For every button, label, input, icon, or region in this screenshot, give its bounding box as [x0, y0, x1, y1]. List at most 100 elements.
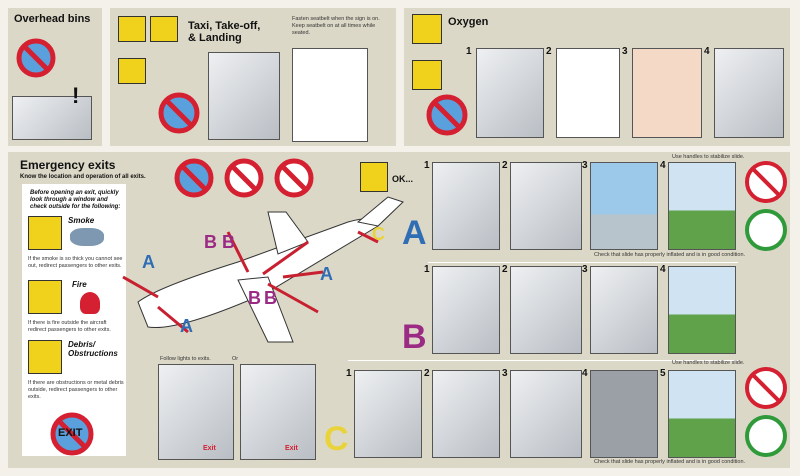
step-number: 3	[582, 160, 588, 171]
row-a-letter: A	[402, 214, 427, 252]
exit-label-b: B	[204, 232, 217, 252]
emergency-title: Emergency exits	[20, 158, 116, 172]
row-a-step-4	[668, 162, 736, 250]
row-c-step-3	[510, 370, 582, 458]
jump-slide-ok-icon	[745, 415, 787, 457]
row-c-step-1	[354, 370, 422, 458]
step-number: 4	[704, 46, 710, 57]
ok-label: OK...	[392, 174, 414, 184]
oxygen-title: Oxygen	[448, 16, 489, 28]
oxygen-step-3	[632, 48, 702, 138]
emergency-exits-panel: Emergency exits Know the location and op…	[8, 152, 790, 468]
row-b-step-3	[590, 266, 658, 354]
seatbelt-icon	[118, 58, 146, 84]
step-number: 1	[424, 160, 430, 171]
jump-slide-ok-icon	[745, 209, 787, 251]
exit-label-a: A	[142, 252, 155, 272]
exit-sign-text: Exit	[285, 445, 298, 452]
fire-icon	[80, 292, 100, 314]
aisle-lights-illustration: Exit	[240, 364, 316, 460]
exit-label-c: C	[372, 224, 385, 244]
hazard-debris-label: Debris/ Obstructions	[68, 340, 118, 358]
row-c-top-note: Use handles to stabilize slide.	[672, 360, 745, 366]
row-a-bottom-note: Check that slide has properly inflated a…	[594, 252, 746, 258]
row-b-step-4	[668, 266, 736, 354]
hazard-smoke-text: If the smoke is so thick you cannot see …	[28, 256, 123, 269]
row-a-step-1	[432, 162, 500, 250]
floor-lights-illustration: Exit	[158, 364, 234, 460]
seat-upright-illustration	[208, 52, 280, 140]
step-number: 3	[502, 368, 508, 379]
follow-lights-caption: Follow lights to exits.	[160, 356, 211, 362]
no-smoke-exit-icon	[174, 158, 214, 198]
row-c-step-2	[432, 370, 500, 458]
step-number: 2	[424, 368, 430, 379]
landing-icon	[150, 16, 178, 42]
oxygen-mask-icon	[412, 14, 442, 44]
warning-exclamation-icon: !	[72, 83, 80, 108]
no-jump-icon	[745, 161, 787, 203]
step-number: 2	[546, 46, 552, 57]
hazard-fire-label: Fire	[72, 280, 87, 289]
seatbelt-fastening-illustration	[292, 48, 368, 142]
exit-label-a: A	[180, 316, 193, 336]
row-b-letter: B	[402, 318, 427, 356]
row-c-step-4	[590, 370, 658, 458]
window-check-icon	[28, 280, 62, 314]
step-number: 2	[502, 264, 508, 275]
step-number: 1	[346, 368, 352, 379]
exit-label-b: B	[264, 288, 277, 308]
step-number: 3	[622, 46, 628, 57]
row-a-step-2	[510, 162, 582, 250]
no-smoking-icon	[426, 94, 468, 136]
check-intro: Before opening an exit, quickly look thr…	[30, 190, 121, 210]
seatbelt-note: Fasten seatbelt when the sign is on. Kee…	[292, 16, 380, 36]
window-check-icon	[28, 216, 62, 250]
step-number: 3	[582, 264, 588, 275]
seatbelt-icon	[412, 60, 442, 90]
step-number: 2	[502, 160, 508, 171]
overhead-bins-title: Overhead bins	[14, 13, 91, 25]
row-c-bottom-note: Check that slide has properly inflated a…	[594, 459, 746, 465]
taxi-title: Taxi, Take-off, & Landing	[188, 20, 261, 44]
overhead-bins-panel: Overhead bins !	[8, 8, 102, 146]
no-exit-icon	[50, 412, 94, 456]
oxygen-step-2	[556, 48, 620, 138]
exit-label-b: B	[248, 288, 261, 308]
oxygen-panel: Oxygen 1 2 3 4	[404, 8, 790, 146]
window-check-icon	[360, 162, 388, 192]
exit-sign-text: Exit	[203, 445, 216, 452]
aircraft-exit-diagram	[122, 196, 404, 343]
row-c-step-5	[668, 370, 736, 458]
step-number: 5	[660, 368, 666, 379]
hazard-fire-text: If there is fire outside the aircraft re…	[28, 320, 111, 333]
row-b-step-1	[432, 266, 500, 354]
step-number: 4	[582, 368, 588, 379]
no-smoking-icon	[158, 92, 200, 134]
no-debris-exit-icon	[274, 158, 314, 198]
step-number: 1	[466, 46, 472, 57]
step-number: 4	[660, 264, 666, 275]
divider	[348, 360, 738, 361]
window-check-icon	[28, 340, 62, 374]
oxygen-step-1	[476, 48, 544, 138]
step-number: 1	[424, 264, 430, 275]
no-prohibited-icon	[16, 38, 56, 78]
smoke-icon	[70, 228, 104, 246]
exit-label-b: B	[222, 232, 235, 252]
row-a-step-3	[590, 162, 658, 250]
row-b-step-2	[510, 266, 582, 354]
hazard-debris-text: If there are obstructions or metal debri…	[28, 380, 124, 400]
or-caption: Or	[232, 356, 239, 362]
exit-label-a: A	[320, 264, 333, 284]
emergency-subtitle: Know the location and operation of all e…	[20, 174, 146, 180]
takeoff-icon	[118, 16, 146, 42]
no-jump-icon	[745, 367, 787, 409]
step-number: 4	[660, 160, 666, 171]
no-exit-text: EXIT	[58, 427, 83, 439]
row-a-top-note: Use handles to stabilize slide.	[672, 154, 745, 160]
no-fire-exit-icon	[224, 158, 264, 198]
oxygen-step-4	[714, 48, 784, 138]
hazard-smoke-label: Smoke	[68, 216, 95, 225]
taxi-panel: Taxi, Take-off, & Landing Fasten seatbel…	[110, 8, 396, 146]
